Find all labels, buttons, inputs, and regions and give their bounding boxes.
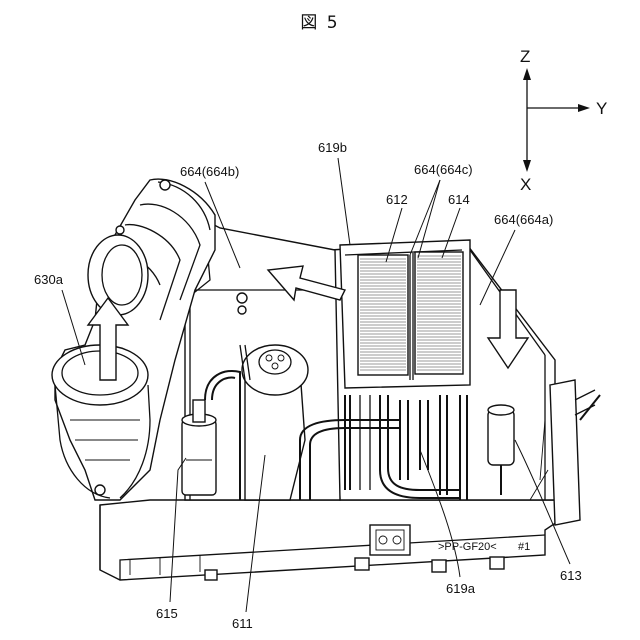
label-664a: 664(664a)	[494, 212, 553, 227]
label-612: 612	[386, 192, 408, 207]
filter-612	[358, 255, 408, 375]
axis-label-y: Y	[596, 99, 607, 118]
boss	[205, 570, 217, 580]
bolt	[116, 226, 124, 234]
axis-indicator: Z Y X	[520, 47, 607, 194]
compressor-top	[242, 345, 308, 395]
label-664b: 664(664b)	[180, 164, 239, 179]
screw	[237, 293, 247, 303]
screw	[238, 306, 246, 314]
label-611: 611	[232, 616, 253, 631]
z-arrow-icon	[523, 68, 531, 80]
boss	[355, 558, 369, 570]
axis-label-x: X	[520, 175, 531, 194]
receiver-body	[182, 420, 216, 495]
boss	[490, 557, 504, 569]
model-marking: >PP-GF20<	[438, 541, 497, 553]
part-marking: #1	[518, 541, 530, 553]
x-arrow-icon	[523, 160, 531, 172]
axis-label-z: Z	[520, 47, 530, 66]
fan-ring	[88, 235, 148, 315]
boss	[432, 560, 446, 572]
label-614: 614	[448, 192, 470, 207]
bolt	[95, 485, 105, 495]
bolt	[160, 180, 170, 190]
base-tray: >PP-GF20< #1	[100, 500, 560, 580]
label-615: 615	[156, 606, 178, 621]
label-619a: 619a	[446, 581, 476, 596]
label-613: 613	[560, 568, 582, 583]
label-619b: 619b	[318, 140, 347, 155]
y-arrow-icon	[578, 104, 590, 112]
label-630a: 630a	[34, 272, 64, 287]
valve-613	[488, 410, 514, 465]
label-664c: 664(664c)	[414, 162, 473, 177]
